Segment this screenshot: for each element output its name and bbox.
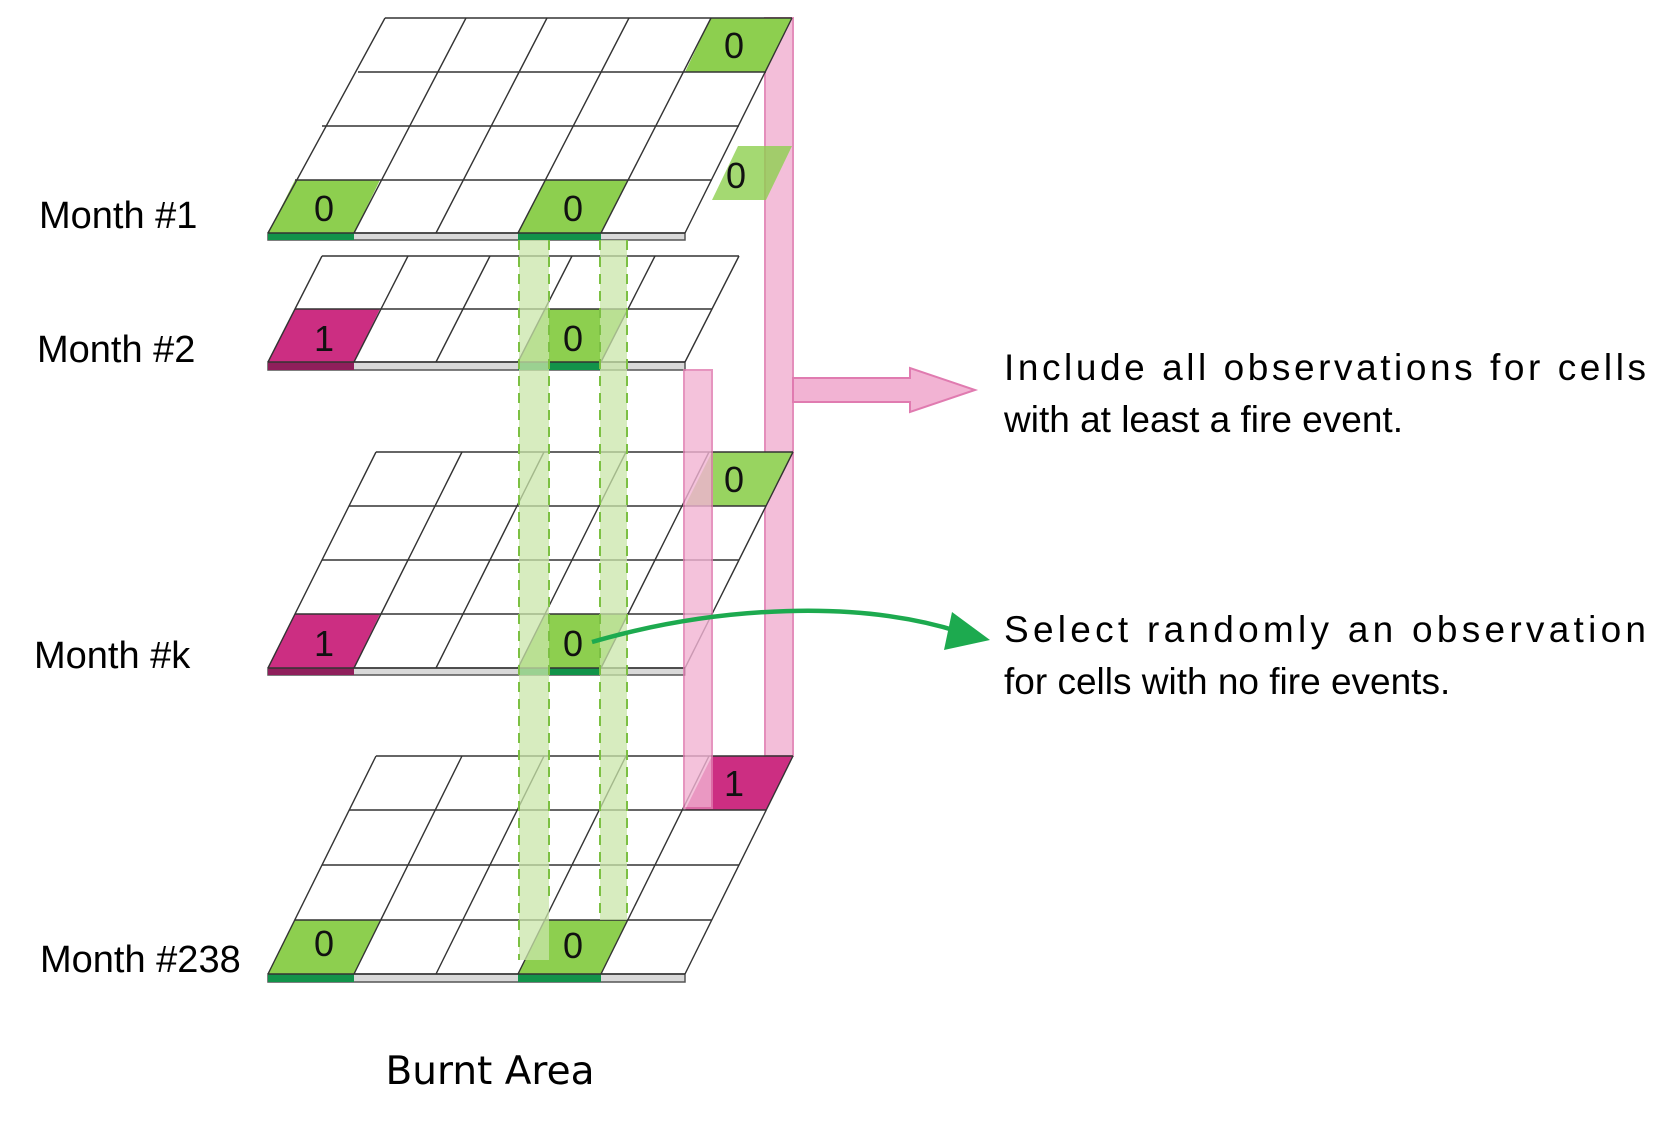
caption: Burnt Area <box>386 1049 595 1094</box>
select-note-line-2: for cells with no fire events. <box>1004 661 1450 702</box>
month-1-cell-back-right <box>685 18 792 72</box>
cell-value: 1 <box>724 763 744 804</box>
cell-value: 0 <box>563 318 583 359</box>
month-k-cell-front-left <box>268 614 380 668</box>
cell-value: 0 <box>563 925 583 966</box>
cell-value: 0 <box>563 188 583 229</box>
cell-value: 0 <box>724 459 744 500</box>
cell-value: 0 <box>563 623 583 664</box>
fire-cell-column-front <box>683 369 713 809</box>
include-note-line-2: with at least a fire event. <box>1003 399 1403 440</box>
select-arrow-head <box>944 612 990 650</box>
month-1-label: Month #1 <box>39 195 197 237</box>
month-k-label: Month #k <box>34 635 191 677</box>
month-1-cell-front-mid <box>518 180 628 233</box>
cell-value: 1 <box>314 623 334 664</box>
month-2-label: Month #2 <box>37 329 195 371</box>
month-238-label: Month #238 <box>40 939 241 981</box>
cell-value: 0 <box>724 25 744 66</box>
month-1-cell-right-mid <box>712 146 792 200</box>
no-fire-cell-column <box>518 240 628 960</box>
include-arrow <box>792 366 979 414</box>
select-arrow <box>591 608 961 645</box>
month-2-cell-front-left <box>268 309 380 362</box>
select-note-line-1: Select randomly an observation <box>1004 609 1646 650</box>
fire-cell-column-back <box>764 17 794 757</box>
month-238-cell-front-left <box>268 920 380 974</box>
month-1-cell-front-left <box>268 180 380 233</box>
cell-value: 1 <box>314 318 334 359</box>
include-note-line-1: Include all observations for cells <box>1004 347 1646 388</box>
month-1-layer <box>267 17 793 241</box>
month-2-layer <box>267 255 740 371</box>
cell-value: 0 <box>314 188 334 229</box>
cell-value: 0 <box>314 923 334 964</box>
cell-value: 0 <box>726 155 746 196</box>
